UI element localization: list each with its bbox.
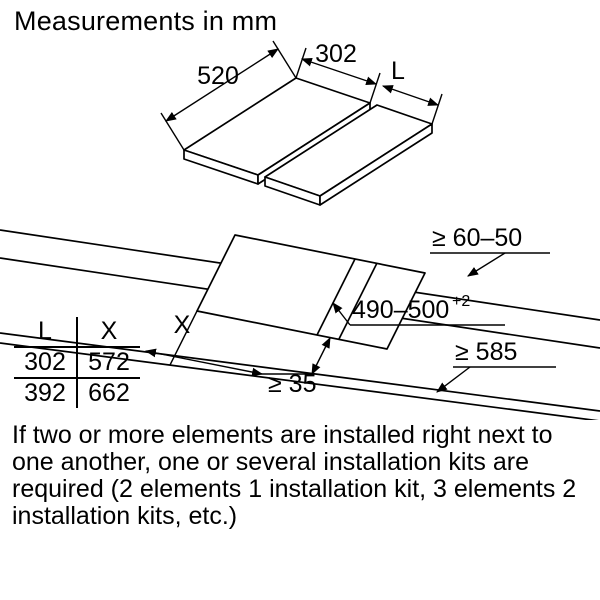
dim-520-extension-1	[160, 112, 185, 151]
table-row: 302 572	[14, 347, 140, 379]
dim-depth-tolerance-label: +2	[452, 293, 470, 310]
cutout-dimensions: ≥ 60–50 490–500 +2 ≥ 585 ≥ 35 X	[144, 224, 556, 398]
dim-302-label: 302	[315, 40, 357, 68]
installation-note: If two or more elements are installed ri…	[12, 421, 577, 530]
table-cell-x1: 572	[77, 347, 140, 379]
dim-depth-label: 490–500	[352, 296, 449, 324]
dim-L-line	[381, 85, 440, 106]
cutout-drawing	[196, 234, 426, 350]
hob-drawing	[183, 77, 433, 206]
dim-L-extension	[431, 93, 443, 125]
table-header-row: L X	[14, 317, 140, 348]
hob-dimensions: 520 302 L	[160, 40, 443, 151]
dim-302-extension-2	[369, 72, 381, 104]
dim-back-clearance-leader	[467, 252, 506, 277]
dim-L-label: L	[391, 57, 405, 85]
cutout-outline	[196, 234, 426, 350]
dim-520-line	[165, 48, 279, 122]
dim-520-extension-2	[272, 40, 297, 79]
table-header-x: X	[77, 317, 140, 348]
table-row: 392 662	[14, 378, 140, 408]
dim-x-line	[144, 348, 264, 377]
dim-x-label: X	[174, 311, 191, 339]
cutout-divider-line-1	[316, 258, 356, 336]
table-cell-x2: 662	[88, 379, 130, 407]
dim-520-label: 520	[197, 62, 239, 90]
table-cell-l1: 302	[14, 347, 78, 379]
dim-front-clearance-label: ≥ 35	[268, 370, 316, 398]
dim-302-line	[300, 58, 378, 85]
dimension-table: L X 302 572 392 662	[14, 317, 140, 408]
dim-side-clearance-leader	[436, 366, 471, 393]
dim-front-clearance-line	[311, 337, 331, 375]
cutout-divider-line-2	[338, 262, 378, 340]
dim-side-clearance-label: ≥ 585	[455, 338, 517, 366]
dim-302-extension-1	[295, 47, 307, 79]
hob-module2-side-face	[319, 123, 433, 206]
dim-back-clearance-label: ≥ 60–50	[432, 224, 522, 252]
table-header-l: L	[14, 317, 78, 348]
dim-depth-leader	[332, 302, 351, 326]
page-title: Measurements in mm	[14, 6, 278, 36]
table-cell-l2: 392	[14, 378, 78, 408]
